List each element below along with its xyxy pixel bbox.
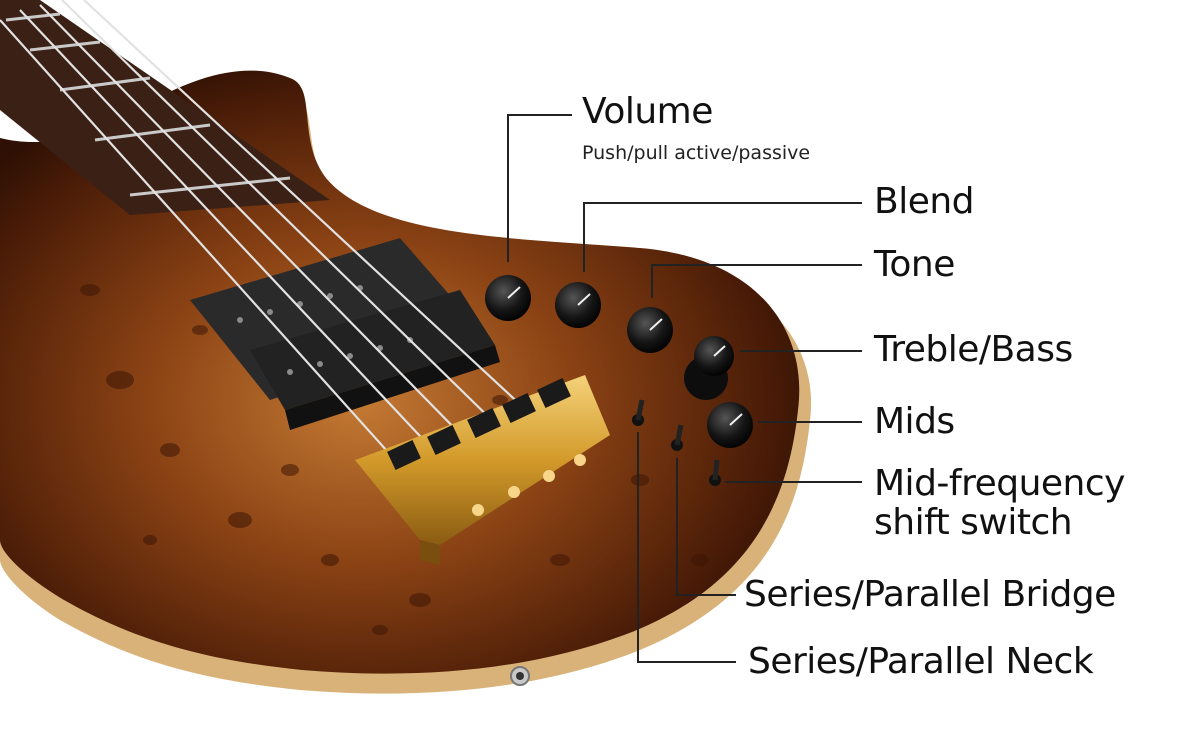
leader-lines — [507, 114, 862, 663]
knob-volume — [485, 275, 531, 321]
switch-neck — [632, 399, 645, 426]
label-series-parallel-neck: Series/Parallel Neck — [748, 641, 1094, 682]
fretboard — [0, 0, 330, 215]
bridge — [355, 375, 610, 565]
knob-blend — [555, 282, 601, 328]
burl-figure — [80, 284, 709, 635]
label-blend: Blend — [874, 181, 975, 222]
label-mids: Mids — [874, 401, 955, 442]
leader-tone — [651, 264, 862, 298]
knob-mids — [707, 402, 753, 448]
label-mid-shift-line1: Mid-frequency — [874, 463, 1125, 504]
leader-series-bridge — [676, 458, 736, 596]
label-tone: Tone — [874, 244, 955, 285]
pickup — [190, 238, 500, 430]
label-volume: Volume — [582, 91, 713, 132]
strings — [0, 0, 581, 511]
label-series-parallel-bridge: Series/Parallel Bridge — [744, 574, 1116, 615]
label-mid-shift-line2: shift switch — [874, 502, 1073, 543]
switch-mid-shift — [709, 459, 721, 486]
knob-treble-bass — [684, 336, 734, 400]
label-volume-note: Push/pull active/passive — [582, 142, 811, 164]
output-jack — [510, 666, 530, 686]
knob-tone — [627, 307, 673, 353]
label-treble-bass: Treble/Bass — [874, 329, 1073, 370]
leader-series-neck — [637, 432, 736, 663]
switch-bridge — [671, 424, 684, 451]
frets — [5, 12, 291, 197]
leader-blend — [583, 202, 862, 272]
leader-volume — [507, 114, 572, 262]
